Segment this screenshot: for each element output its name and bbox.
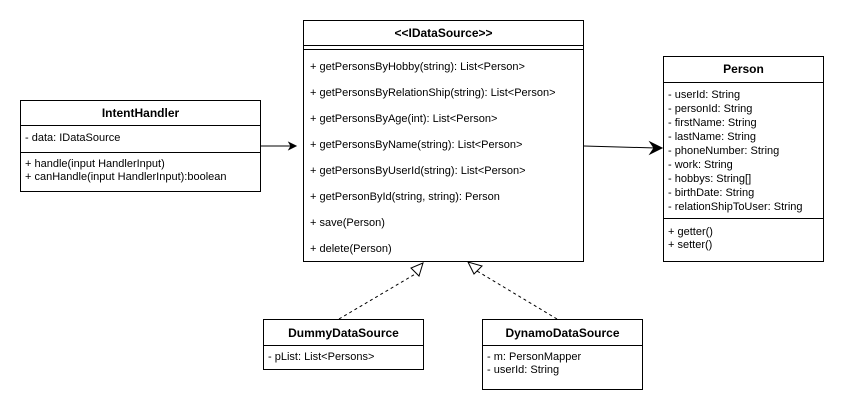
class-intent-handler[interactable]: IntentHandler - data: IDataSource + hand… xyxy=(20,100,261,192)
attribute: - userId: String xyxy=(487,364,560,376)
method: + getPersonsByRelationShip(string): List… xyxy=(310,87,556,99)
realization-triangle xyxy=(410,262,424,277)
attribute: - m: PersonMapper xyxy=(487,351,582,363)
association-arrowhead xyxy=(648,140,664,156)
class-name: DummyDataSource xyxy=(264,320,423,346)
interface-idatasource[interactable]: <<IDataSource>> + getPersonsByHobby(stri… xyxy=(303,20,584,262)
association-idatasource-person xyxy=(583,145,657,149)
attribute: - pList: List<Persons> xyxy=(268,351,375,363)
class-name: IntentHandler xyxy=(21,101,260,126)
attributes-section: - userId: String - personId: String - fi… xyxy=(664,83,823,218)
method: + delete(Person) xyxy=(310,243,392,255)
method: + getPersonsByName(string): List<Person> xyxy=(310,139,523,151)
interface-name: <<IDataSource>> xyxy=(304,21,583,46)
attributes-section: - pList: List<Persons> xyxy=(264,346,423,367)
realization-triangle xyxy=(467,261,483,275)
class-dynamo-data-source[interactable]: DynamoDataSource - m: PersonMapper - use… xyxy=(482,319,643,390)
association-arrowhead xyxy=(287,141,298,151)
attribute: - work: String xyxy=(668,159,733,171)
method: + getPersonsByHobby(string): List<Person… xyxy=(310,61,525,73)
method: + getPersonsByAge(int): List<Person> xyxy=(310,113,498,125)
method: + save(Person) xyxy=(310,217,385,229)
method: + canHandle(input HandlerInput):boolean xyxy=(25,171,227,183)
attributes-section: - data: IDataSource xyxy=(21,126,260,152)
attribute: - userId: String xyxy=(668,89,741,101)
attribute: - phoneNumber: String xyxy=(668,145,780,157)
attribute: - firstName: String xyxy=(668,117,757,129)
method: + getPersonsByUserId(string): List<Perso… xyxy=(310,165,526,177)
method: + getter() xyxy=(668,226,713,238)
attribute: - personId: String xyxy=(668,103,753,115)
method: + handle(input HandlerInput) xyxy=(25,158,165,170)
attribute: - relationShipToUser: String xyxy=(668,201,803,213)
methods-section: + getter() + setter() xyxy=(664,218,823,255)
attributes-section: - m: PersonMapper - userId: String xyxy=(483,346,642,380)
attribute: - birthDate: String xyxy=(668,187,755,199)
methods-section: + getPersonsByHobby(string): List<Person… xyxy=(304,50,583,262)
empty-attributes-section xyxy=(304,46,583,50)
class-name: Person xyxy=(664,57,823,83)
methods-section: + handle(input HandlerInput) + canHandle… xyxy=(21,152,260,187)
class-name: DynamoDataSource xyxy=(483,320,642,346)
method: + getPersonById(string, string): Person xyxy=(310,191,500,203)
class-person[interactable]: Person - userId: String - personId: Stri… xyxy=(663,56,824,262)
method: + setter() xyxy=(668,239,713,251)
attribute: - data: IDataSource xyxy=(25,132,121,144)
attribute: - hobbys: String[] xyxy=(668,173,752,185)
attribute: - lastName: String xyxy=(668,131,757,143)
realization-dynamo-idatasource xyxy=(476,270,558,320)
realization-dummy-idatasource xyxy=(338,272,418,320)
class-dummy-data-source[interactable]: DummyDataSource - pList: List<Persons> xyxy=(263,319,424,370)
